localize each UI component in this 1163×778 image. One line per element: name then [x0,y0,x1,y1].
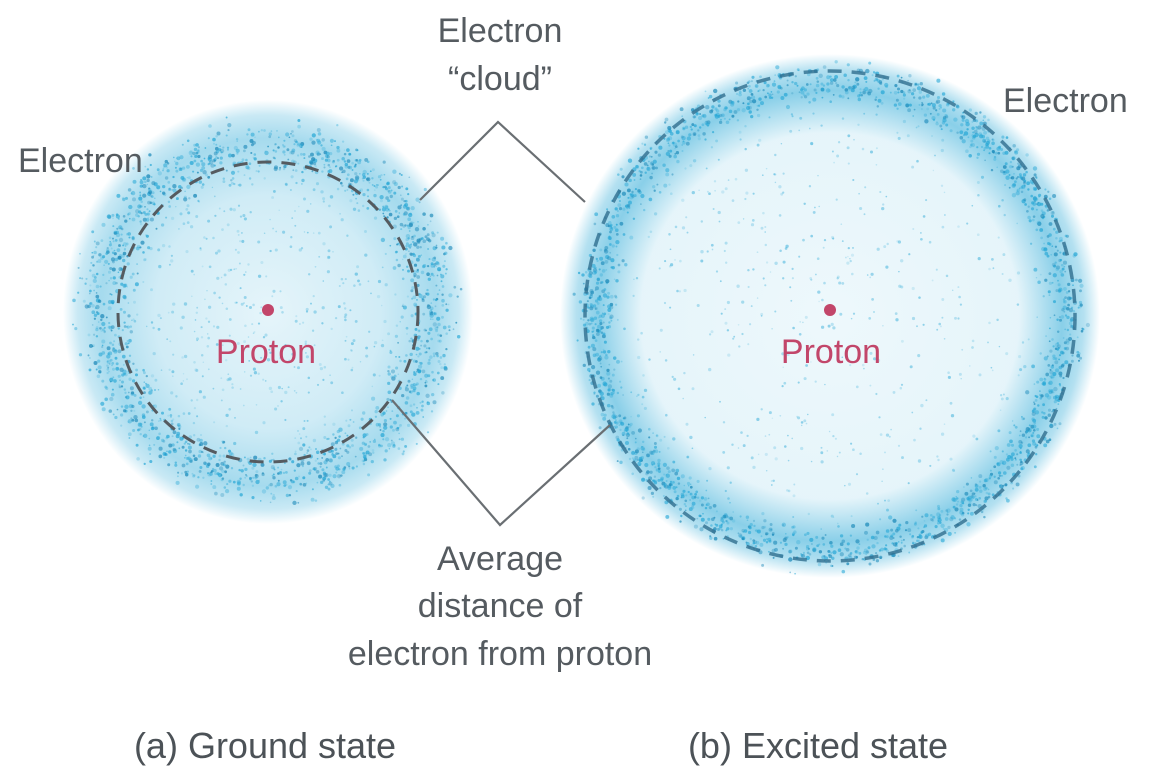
excited-state-proton-label: Proton [781,333,881,371]
average-distance-label-line2: distance of [418,587,583,625]
excited-state-caption: (b) Excited state [688,725,948,766]
electron-cloud-label-line2: “cloud” [448,60,552,98]
excited-state-average-orbit [583,69,1077,563]
average-distance-label-line3: electron from proton [348,635,652,673]
excited-state-proton-dot [824,304,836,316]
electron-cloud-label-line1: Electron [438,12,563,50]
average-distance-pointer-lines [391,399,611,527]
ground-state-caption: (a) Ground state [134,725,396,766]
electron-label-right: Electron [1003,82,1128,120]
average-distance-label-line1: Average [437,540,563,578]
ground-state-average-orbit [116,160,420,464]
ground-state-proton-label: Proton [216,333,316,371]
electron-cloud-pointer-lines [419,120,586,203]
electron-label-left: Electron [18,142,143,180]
ground-state-proton-dot [262,304,274,316]
